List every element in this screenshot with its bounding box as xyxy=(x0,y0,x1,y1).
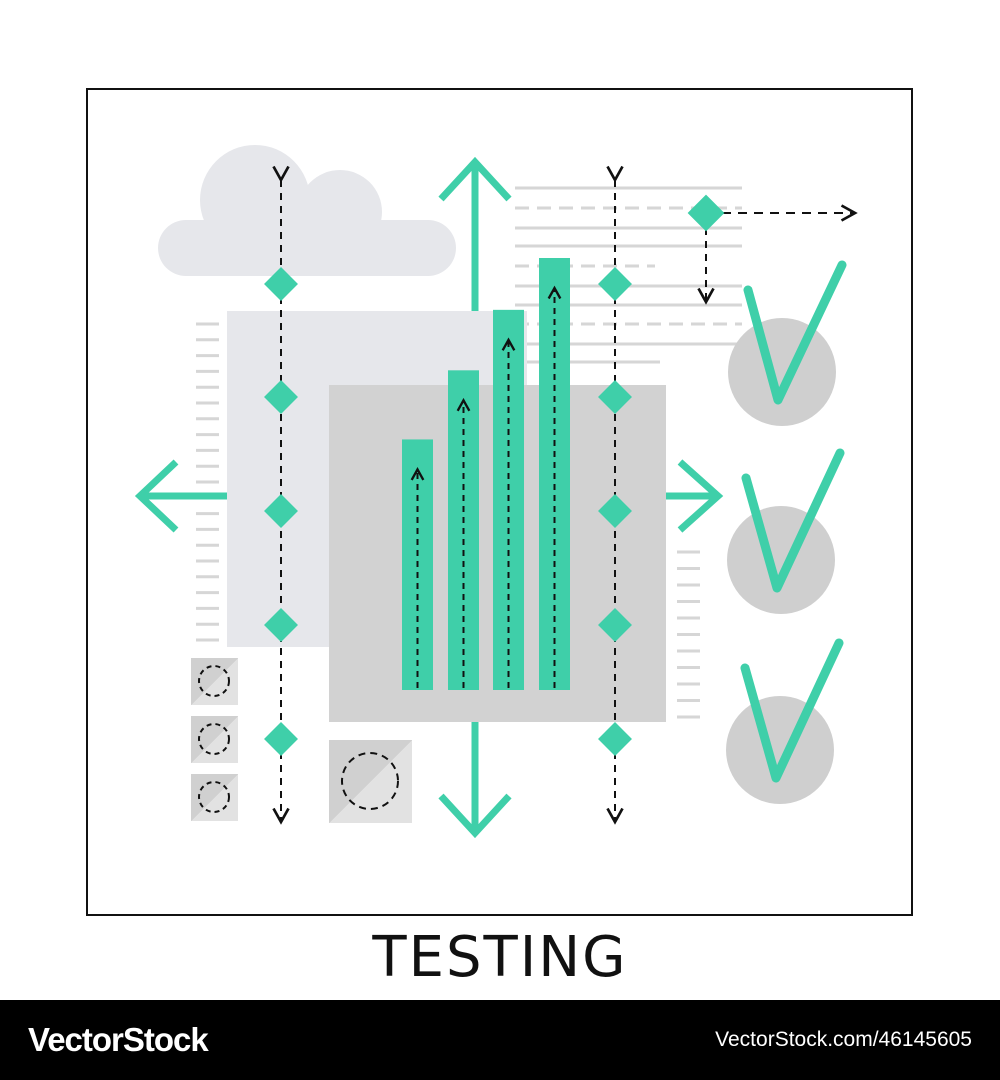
diamond-marker xyxy=(264,494,298,528)
checkbox-tile-icon xyxy=(191,716,238,763)
footer-brand: VectorStock xyxy=(28,1021,209,1058)
testing-illustration xyxy=(86,88,913,916)
text-lines-decoration xyxy=(515,186,742,364)
vertical-axis-arrow xyxy=(438,156,512,839)
diamond-marker xyxy=(598,267,632,301)
checkmark-icon xyxy=(727,448,845,614)
checkmark-icon xyxy=(728,260,847,426)
diamond-marker xyxy=(598,608,632,642)
diamond-marker xyxy=(264,380,298,414)
diamond-marker xyxy=(264,608,298,642)
arrow-left-icon xyxy=(134,459,227,533)
large-tile-icon xyxy=(329,740,412,823)
ruler-right-decoration xyxy=(677,550,700,719)
diamond-marker xyxy=(598,722,632,756)
watermark-footer: VectorStock VectorStock.com/46145605 xyxy=(0,1000,1000,1080)
bar-chart xyxy=(402,258,570,690)
arrow-right-icon xyxy=(666,459,724,533)
diamond-marker xyxy=(264,722,298,756)
checkbox-tile-icon xyxy=(191,658,238,705)
footer-url: VectorStock.com/46145605 xyxy=(715,1028,972,1051)
checkmark-icon xyxy=(726,638,844,804)
arrow-down-icon xyxy=(438,793,512,839)
connector-diamond xyxy=(687,194,858,305)
arrow-up-icon xyxy=(438,156,512,202)
diamond-marker xyxy=(598,494,632,528)
ruler-left-decoration xyxy=(196,322,219,642)
diamond-marker xyxy=(264,267,298,301)
checkbox-tile-icon xyxy=(191,774,238,821)
diamond-marker xyxy=(598,380,632,414)
caption-title: TESTING xyxy=(372,925,628,990)
